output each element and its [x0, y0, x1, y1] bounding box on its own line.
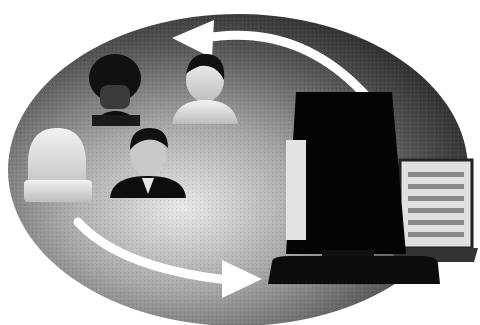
person-icon: [89, 54, 141, 126]
